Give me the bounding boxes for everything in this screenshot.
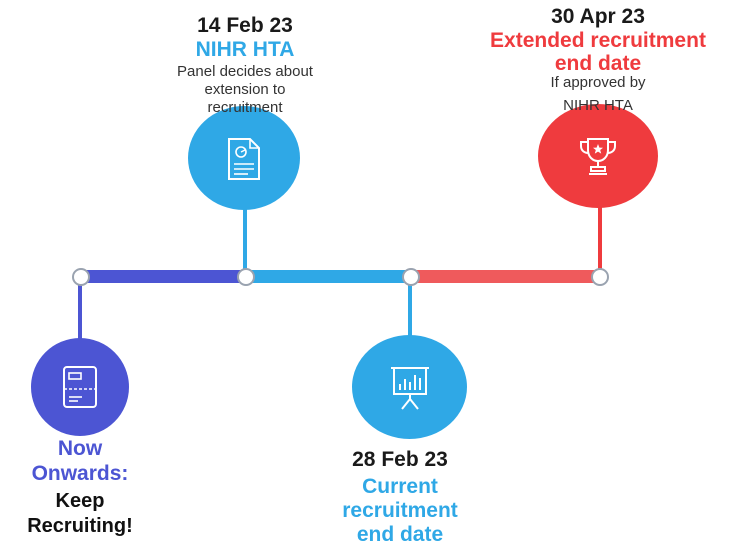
milestone-panel-date: 14 Feb 23 (197, 14, 293, 37)
milestone-panel-note-line3: recruitment (207, 99, 283, 116)
milestone-current-heading-line2: recruitment (342, 499, 458, 522)
milestone-extended-heading-line1: Extended recruitment (490, 29, 706, 52)
milestone-now-subtext-line1: Keep (55, 490, 105, 512)
timeline-segment-extension (410, 270, 600, 283)
stem-extended (598, 205, 602, 270)
timeline-segment-panel (245, 270, 410, 283)
milestone-now-heading-line2: Onwards: (31, 462, 129, 485)
stem-current (408, 283, 412, 343)
milestone-now-circle (31, 338, 129, 436)
milestone-current-heading-line3: end date (356, 523, 444, 546)
milestone-current-circle (352, 335, 467, 439)
stem-panel (243, 205, 247, 270)
timeline-node-extended (591, 268, 609, 286)
milestone-current-date: 28 Feb 23 (352, 448, 448, 471)
milestone-extended-circle (538, 104, 658, 208)
timeline-node-now (72, 268, 90, 286)
milestone-now-subtext-line2: Recruiting! (27, 515, 133, 537)
milestone-panel-heading: NIHR HTA (195, 38, 295, 61)
card-icon (63, 366, 97, 408)
trophy-icon (580, 138, 616, 175)
milestone-panel-note-line1: Panel decides about (177, 63, 313, 80)
milestone-extended-heading-line2: end date (554, 52, 642, 75)
milestone-extended-date: 30 Apr 23 (551, 5, 645, 28)
timeline-segment-now (80, 270, 245, 283)
timeline-node-panel (237, 268, 255, 286)
milestone-panel-note-line2: extension to (204, 81, 286, 98)
milestone-extended-note-line2: NIHR HTA (563, 97, 633, 114)
milestone-now-heading-line1: Now (57, 437, 103, 460)
timeline-node-current (402, 268, 420, 286)
milestone-panel-circle (188, 106, 300, 210)
document-icon (228, 138, 260, 180)
milestone-current-heading-line1: Current (362, 475, 438, 498)
presentation-icon (391, 367, 429, 410)
stem-now (78, 283, 82, 343)
milestone-extended-note-line1: If approved by (550, 74, 646, 91)
